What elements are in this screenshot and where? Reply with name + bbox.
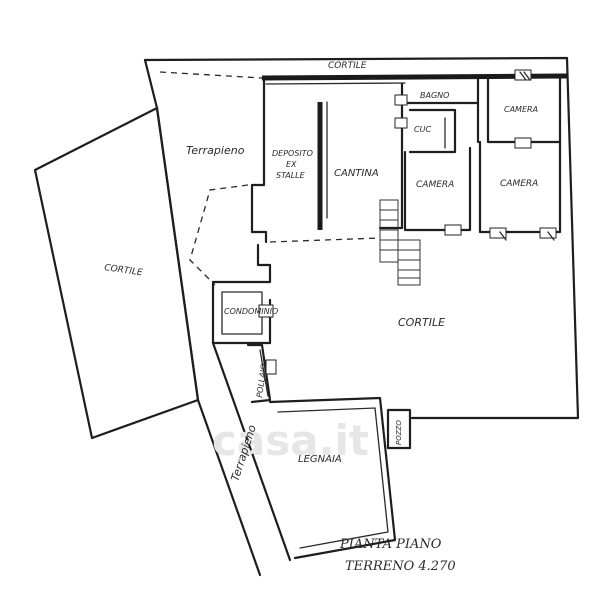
hatch-mark	[499, 71, 555, 241]
label-cantina: CANTINA	[334, 168, 379, 179]
title-line-1: PIANTA PIANO	[339, 537, 442, 552]
label-camera-mid: CAMERA	[416, 180, 454, 190]
label-legnaia: LEGNAIA	[298, 454, 342, 465]
pozzo-box	[386, 408, 412, 450]
cantina-east-wall	[378, 82, 404, 230]
outline-left-edge	[143, 58, 159, 110]
label-deposito-1: DEPOSITO	[272, 149, 313, 158]
label-cortile-top: CORTILE	[328, 61, 367, 71]
label-terrapieno-top: Terrapieno	[186, 144, 245, 157]
label-camera-top: CAMERA	[504, 105, 538, 114]
label-cuc: CUC	[414, 125, 431, 134]
deposito-south-dashed	[269, 237, 381, 243]
label-deposito-2: EX	[286, 160, 297, 169]
watermark-text: casa.it	[212, 416, 369, 465]
staircase	[379, 199, 421, 286]
title-line-2: TERRENO 4.270	[345, 559, 456, 574]
legnaia-wall	[268, 396, 397, 560]
camera-mid-walls	[403, 140, 562, 234]
deposito-west-wall	[250, 78, 268, 244]
label-pozzo: POZZO	[395, 420, 403, 445]
cucina-wall	[408, 108, 457, 154]
condomini-wall	[211, 243, 272, 345]
terrapieno-dashed	[159, 71, 263, 286]
north-wall-inner	[265, 82, 406, 85]
terrace-inner-wall	[211, 341, 292, 562]
label-deposito-3: STALLE	[276, 171, 306, 180]
label-bagno: BAGNO	[420, 91, 449, 100]
main-outline	[143, 56, 580, 420]
label-cortile-main: CORTILE	[398, 316, 445, 329]
pollaio-inner	[259, 349, 269, 397]
terrace-outer-wall	[155, 106, 262, 577]
label-condomini: CONDOMINIO	[224, 307, 278, 316]
condomini-inner	[221, 291, 263, 335]
label-camera-right: CAMERA	[500, 179, 538, 189]
legnaia-inner	[277, 407, 389, 549]
label-cortile-left: CORTILE	[104, 263, 144, 278]
